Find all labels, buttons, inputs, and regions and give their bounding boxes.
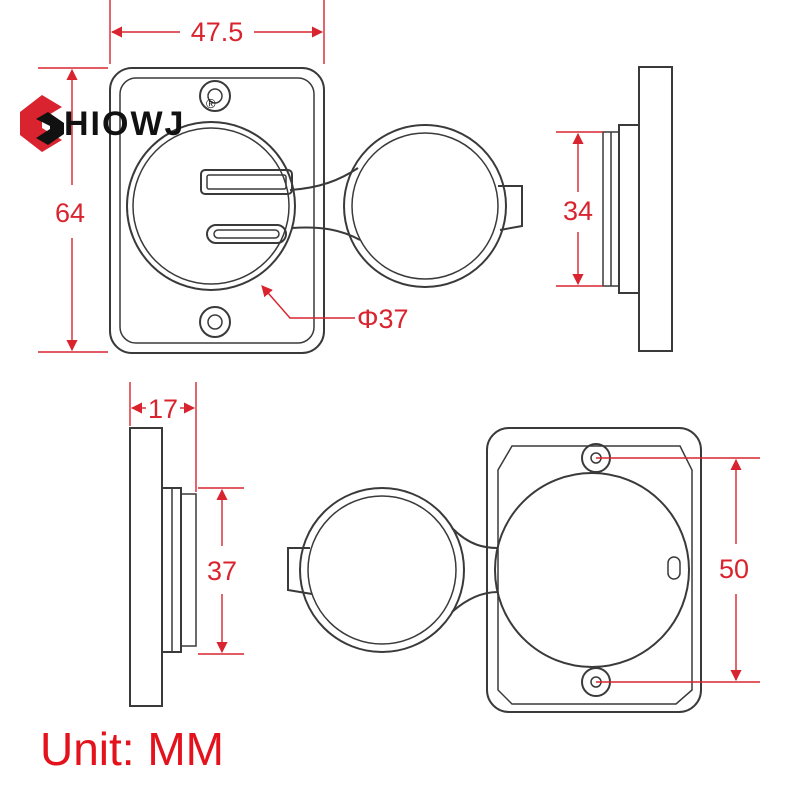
hole-diameter-label: Φ37 bbox=[357, 304, 409, 334]
front-view bbox=[109, 67, 523, 354]
dim-side-flange: 17 bbox=[129, 382, 197, 492]
dim-side-body: 37 bbox=[198, 487, 244, 655]
dim-hole-diameter: Φ37 bbox=[261, 285, 409, 334]
brand-logo: HIOWJ ® bbox=[20, 95, 216, 152]
side-flange-label: 17 bbox=[148, 394, 178, 424]
dim-side-depth: 34 bbox=[556, 131, 603, 287]
front-height-label: 64 bbox=[55, 198, 85, 228]
front-width-label: 47.5 bbox=[191, 17, 244, 47]
back-hole-spacing-label: 50 bbox=[719, 554, 749, 584]
brand-name: HIOWJ bbox=[64, 105, 185, 143]
dim-front-width: 47.5 bbox=[109, 0, 325, 64]
brand-s-icon bbox=[20, 95, 64, 152]
dim-front-height: 64 bbox=[38, 67, 108, 353]
back-view bbox=[287, 427, 702, 713]
side-view-left bbox=[129, 427, 197, 707]
side-body-label: 37 bbox=[207, 556, 237, 586]
unit-label: Unit: MM bbox=[40, 723, 224, 775]
dim-back-hole-spacing: 50 bbox=[596, 457, 760, 683]
side-depth-label: 34 bbox=[563, 196, 593, 226]
side-view-right bbox=[602, 66, 673, 352]
registered-mark: ® bbox=[206, 96, 216, 111]
